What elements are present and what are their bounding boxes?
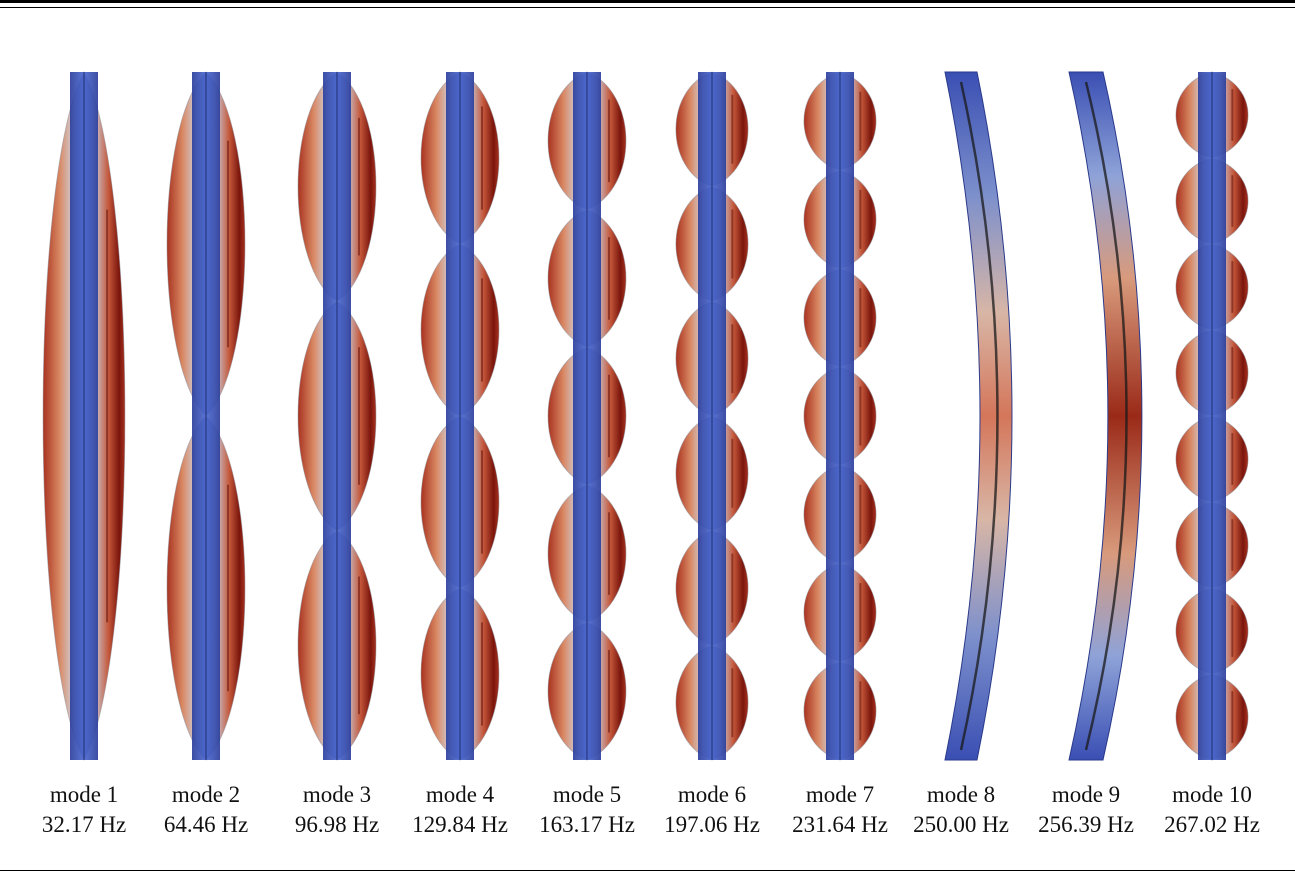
- mode-caption-9: mode 9 256.39 Hz: [1023, 780, 1149, 840]
- mode-label: mode 8: [926, 782, 996, 807]
- mode-caption-8: mode 8 250.00 Hz: [898, 780, 1024, 840]
- mode-caption-1: mode 1 32.17 Hz: [21, 780, 147, 840]
- top-rule-thin: [0, 7, 1295, 8]
- mode-shape-1: [42, 71, 126, 761]
- mode-frequency: 197.06 Hz: [664, 812, 760, 837]
- mode-label: mode 1: [49, 782, 119, 807]
- mode-shape-9: [1068, 71, 1143, 761]
- top-rule-thick: [0, 0, 1295, 3]
- mode-frequency: 250.00 Hz: [913, 812, 1009, 837]
- mode-caption-4: mode 4 129.84 Hz: [397, 780, 523, 840]
- mode-frequency: 32.17 Hz: [41, 812, 127, 837]
- mode-caption-6: mode 6 197.06 Hz: [649, 780, 775, 840]
- mode-caption-2: mode 2 64.46 Hz: [143, 780, 269, 840]
- mode-frequency: 256.39 Hz: [1038, 812, 1134, 837]
- mode-label: mode 4: [425, 782, 495, 807]
- mode-frequency: 129.84 Hz: [412, 812, 508, 837]
- mode-shape-7: [803, 71, 877, 761]
- mode-caption-7: mode 7 231.64 Hz: [777, 780, 903, 840]
- mode-shape-5: [547, 71, 627, 761]
- bottom-rule: [0, 870, 1295, 871]
- mode-label: mode 7: [805, 782, 875, 807]
- mode-frequency: 267.02 Hz: [1164, 812, 1260, 837]
- mode-label: mode 10: [1172, 782, 1252, 807]
- mode-caption-10: mode 10 267.02 Hz: [1149, 780, 1275, 840]
- mode-label: mode 9: [1051, 782, 1121, 807]
- beam-centerline: [959, 81, 999, 751]
- mode-shape-3: [297, 71, 377, 761]
- mode-caption-3: mode 3 96.98 Hz: [274, 780, 400, 840]
- mode-label: mode 3: [302, 782, 372, 807]
- mode-label: mode 2: [171, 782, 241, 807]
- bent-beam: [1068, 71, 1143, 761]
- mode-frequency: 163.17 Hz: [539, 812, 635, 837]
- beam-centerline: [1084, 81, 1128, 751]
- mode-shape-6: [675, 71, 749, 761]
- mode-shapes-figure: [42, 71, 1249, 761]
- mode-frequency: 231.64 Hz: [792, 812, 888, 837]
- mode-label: mode 6: [677, 782, 747, 807]
- mode-shape-8: [944, 71, 1013, 761]
- mode-shape-10: [1175, 71, 1249, 761]
- mode-frequency: 96.98 Hz: [294, 812, 380, 837]
- mode-label: mode 5: [552, 782, 622, 807]
- bent-beam: [944, 71, 1013, 761]
- mode-shape-2: [166, 71, 246, 761]
- mode-frequency: 64.46 Hz: [163, 812, 249, 837]
- mode-shape-4: [420, 71, 500, 761]
- mode-caption-5: mode 5 163.17 Hz: [524, 780, 650, 840]
